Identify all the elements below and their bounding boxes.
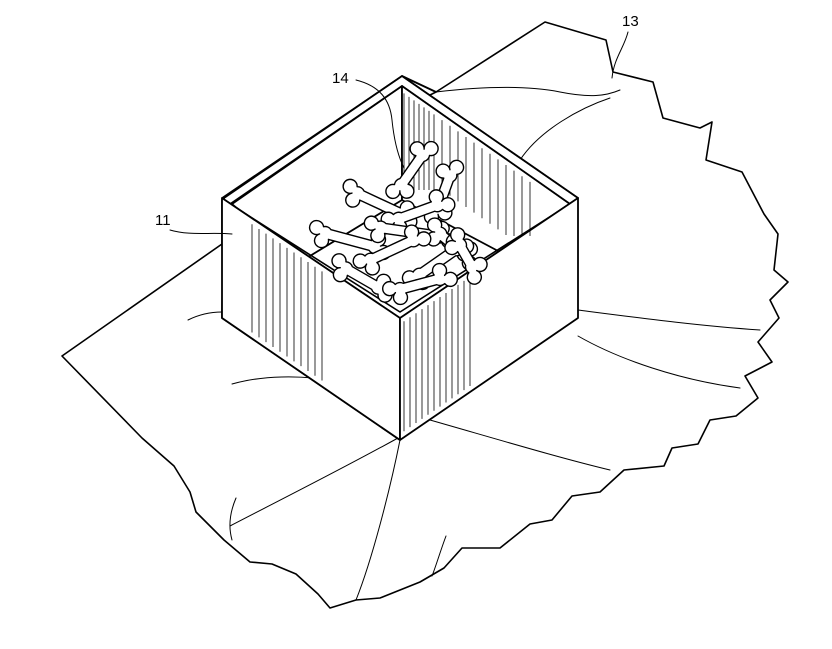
dog-bone <box>380 189 456 235</box>
dog-bone <box>385 140 439 200</box>
box-front-right-face <box>399 197 579 441</box>
dog-bone <box>352 224 432 276</box>
dog-bone <box>308 219 392 261</box>
box-shading <box>251 93 531 432</box>
reference-numerals: 13 14 11 <box>155 13 639 235</box>
dog-bone <box>381 262 459 306</box>
ref-numeral-13: 13 <box>622 13 639 30</box>
leader-line-13 <box>611 31 629 79</box>
dog-bone <box>444 227 488 285</box>
ref-numeral-11: 11 <box>155 212 171 229</box>
leader-line-11 <box>169 229 233 235</box>
dog-bone-treats <box>308 140 488 306</box>
ref-numeral-14: 14 <box>332 70 349 87</box>
leader-line-14 <box>355 79 405 169</box>
box <box>221 75 579 441</box>
